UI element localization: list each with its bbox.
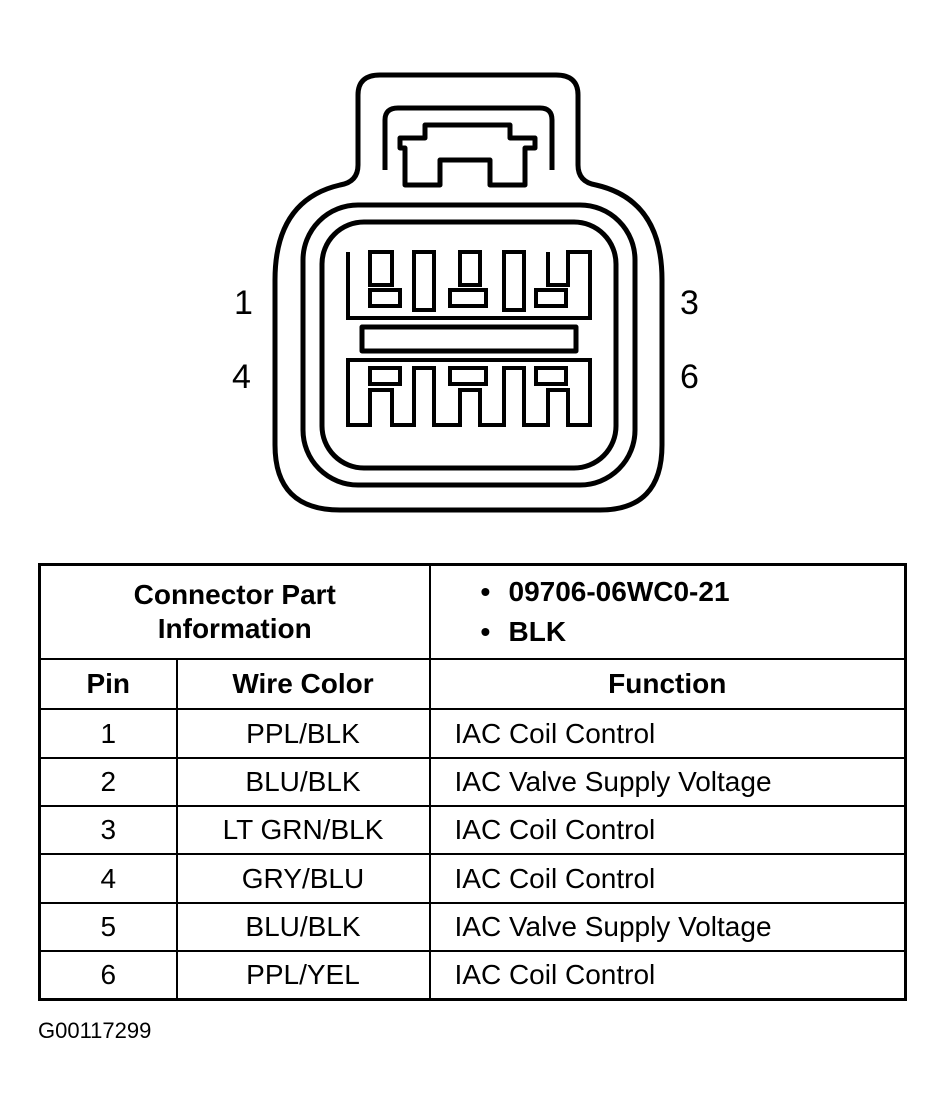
- function-cell: IAC Valve Supply Voltage: [428, 901, 907, 953]
- terminal-3-contact: [534, 288, 568, 308]
- wire-color-cell: GRY/BLU: [175, 853, 431, 904]
- wire-color-cell: LT GRN/BLK: [175, 805, 431, 856]
- connector-color: BLK: [508, 616, 567, 648]
- function-cell: IAC Coil Control: [428, 805, 907, 856]
- part-info-values: • 09706-06WC0-21 • BLK: [428, 563, 907, 661]
- header-function: Function: [428, 658, 907, 711]
- wire-color-cell: BLU/BLK: [175, 901, 431, 953]
- pin-cell: 2: [38, 756, 178, 808]
- function-cell: IAC Coil Control: [428, 853, 907, 904]
- pin-label-4: 4: [232, 358, 251, 396]
- bullet-icon: •: [480, 576, 491, 608]
- function-cell: IAC Coil Control: [428, 708, 907, 759]
- part-info-label-line2: Information: [157, 613, 312, 645]
- table-row: 3 LT GRN/BLK IAC Coil Control: [38, 805, 907, 856]
- table-row: 1 PPL/BLK IAC Coil Control: [38, 708, 907, 759]
- column-header-row: Pin Wire Color Function: [38, 658, 907, 711]
- connector-outer-housing: [272, 72, 665, 513]
- table-row: 6 PPL/YEL IAC Coil Control: [38, 950, 907, 1001]
- lock-tab-recess: [382, 105, 555, 170]
- terminal-1-contact: [368, 288, 402, 308]
- part-info-row: Connector Part Information • 09706-06WC0-…: [38, 563, 907, 661]
- part-number: 09706-06WC0-21: [508, 576, 730, 608]
- pin-cell: 4: [38, 853, 178, 904]
- terminal-row-bottom: [346, 358, 592, 427]
- connector-color-item: • BLK: [481, 612, 905, 652]
- pin-cell: 1: [38, 708, 178, 759]
- bullet-icon: •: [480, 616, 491, 648]
- pin-label-6: 6: [680, 358, 699, 396]
- figure-id: G00117299: [38, 1018, 152, 1043]
- pin-cell: 6: [38, 950, 178, 1001]
- part-info-label: Connector Part Information: [38, 563, 431, 661]
- pin-cell: 5: [38, 901, 178, 953]
- terminal-6-contact: [534, 366, 568, 386]
- pin-label-3: 3: [680, 284, 699, 322]
- pin-cell: 3: [38, 805, 178, 856]
- wire-color-cell: PPL/YEL: [175, 950, 431, 1001]
- part-number-item: • 09706-06WC0-21: [481, 572, 905, 612]
- terminal-2-contact: [448, 288, 488, 308]
- header-pin: Pin: [38, 658, 178, 711]
- pin-label-1: 1: [234, 284, 253, 322]
- header-wire-color: Wire Color: [175, 658, 431, 711]
- wire-color-cell: PPL/BLK: [175, 708, 431, 759]
- table-row: 5 BLU/BLK IAC Valve Supply Voltage: [38, 901, 907, 953]
- table-row: 2 BLU/BLK IAC Valve Supply Voltage: [38, 756, 907, 808]
- part-info-label-line1: Connector Part: [133, 579, 336, 611]
- connector-face-diagram: [272, 72, 665, 513]
- center-separator: [359, 324, 579, 354]
- terminal-row-top: [346, 250, 592, 320]
- function-cell: IAC Coil Control: [428, 950, 907, 1001]
- terminal-face: [319, 219, 619, 471]
- function-cell: IAC Valve Supply Voltage: [428, 756, 907, 808]
- wire-color-cell: BLU/BLK: [175, 756, 431, 808]
- terminal-4-contact: [368, 366, 402, 386]
- connector-seal-ring: [300, 202, 638, 488]
- terminal-5-contact: [448, 366, 488, 386]
- table-row: 4 GRY/BLU IAC Coil Control: [38, 853, 907, 904]
- connector-pinout-table: Connector Part Information • 09706-06WC0-…: [38, 563, 907, 1001]
- lock-latch: [397, 122, 538, 188]
